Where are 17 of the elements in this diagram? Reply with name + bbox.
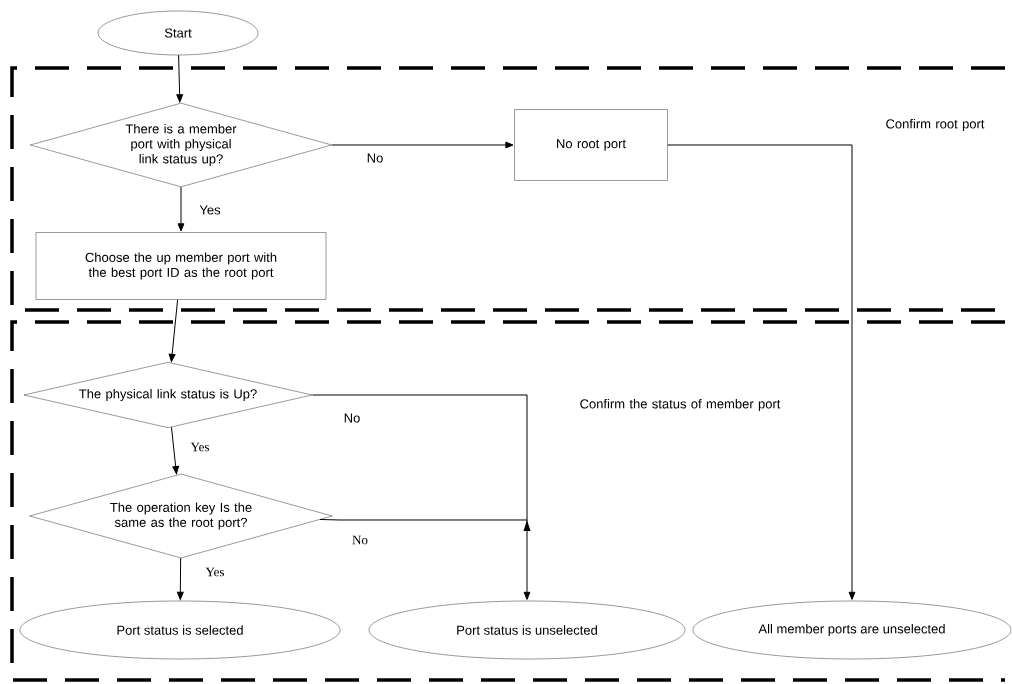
arrow [667,144,856,600]
edge-label: Yes [198,204,222,216]
arrow [319,519,531,531]
edge-label: Yes [204,566,226,578]
arrow [176,557,184,600]
process-box: No root port [514,109,668,181]
arrow [523,519,531,600]
arrow [170,426,180,475]
edge-label: Yes [189,441,211,453]
edge-label: No [342,412,362,424]
arrow [168,299,179,362]
arrow [331,141,514,149]
edge-label: No [351,534,369,546]
process-box: Choose the up member port with the best port ID as the root port [35,232,327,300]
arrow [176,54,184,103]
edge-label: No [365,152,385,164]
arrow [177,186,185,232]
